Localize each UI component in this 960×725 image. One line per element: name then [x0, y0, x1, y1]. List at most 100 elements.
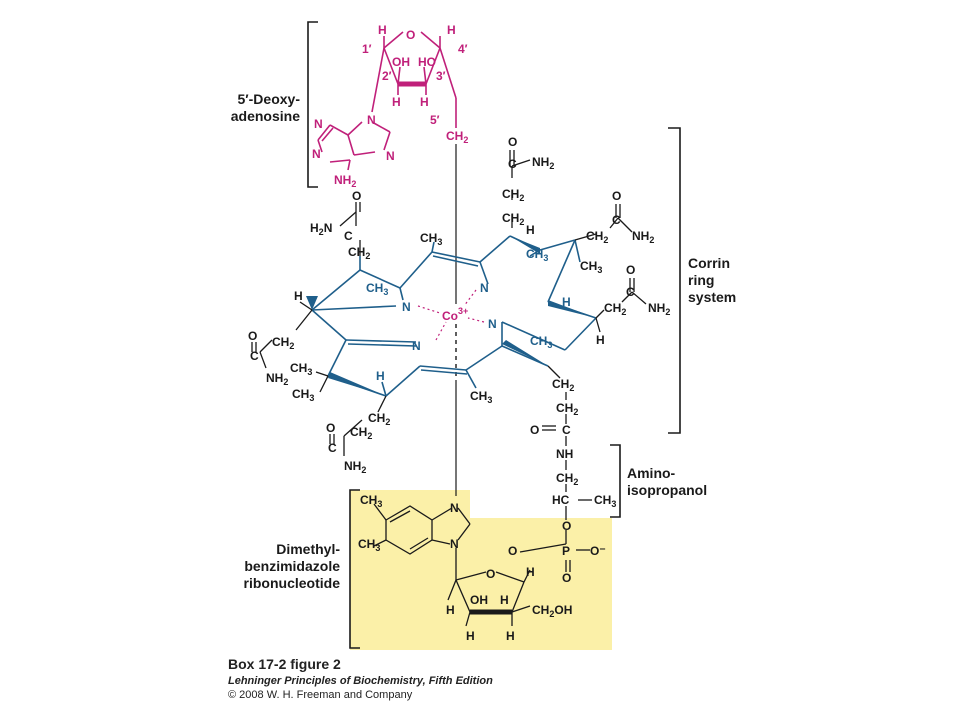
atom-ribose-o: O: [406, 28, 415, 42]
atom-ch2-a1: CH2: [348, 245, 370, 261]
caption-title: Box 17-2 figure 2: [228, 656, 341, 672]
atom-ribose2-h-c: H: [506, 629, 515, 643]
atom-nh-i1: NH: [556, 447, 573, 461]
atom-ch2-i2: CH2: [556, 401, 578, 417]
label-5prime: 5′: [430, 113, 440, 127]
atom-corrin-n-bottom: N: [412, 339, 421, 353]
label-dmb-2: benzimidazole: [244, 558, 340, 574]
atom-ribose2-ch2oh: CH2OH: [532, 603, 572, 619]
atom-c-i1: C: [562, 423, 571, 437]
atom-ribose2-o: O: [486, 567, 495, 581]
atom-ribose2-h-e: H: [526, 565, 535, 579]
atom-c-c1: C: [612, 213, 621, 227]
label-corrin-2: ring: [688, 272, 714, 288]
atom-ch3-h1: CH3: [470, 389, 492, 405]
atom-nh2-g1: NH2: [344, 459, 366, 475]
atom-cobalt: Co3+: [442, 306, 468, 323]
atom-h2n-a1: H2N: [310, 221, 332, 237]
atom-p: P: [562, 544, 570, 558]
atom-h-e1: H: [294, 289, 303, 303]
atom-h-d1: H: [596, 333, 605, 347]
atom-ch2-i1: CH2: [552, 377, 574, 393]
label-corrin-1: Corrin: [688, 255, 730, 271]
dmb-bonds: [373, 503, 531, 627]
atom-ribose2-h-b: H: [466, 629, 475, 643]
atom-ch2-i3: CH2: [556, 471, 578, 487]
caption-copyright: © 2008 W. H. Freeman and Company: [228, 689, 413, 701]
atom-ch3-i1: CH3: [594, 493, 616, 509]
label-4prime: 4′: [458, 42, 468, 56]
wedge-bond-5: [306, 296, 318, 310]
atom-ch2-b2: CH2: [502, 211, 524, 227]
atom-h-1prime: H: [378, 23, 387, 37]
atom-adenine-n7: N: [386, 149, 395, 163]
atom-ribose2-h-d: H: [500, 593, 509, 607]
atom-ch3-c1: CH3: [580, 259, 602, 275]
atom-h-corrin-a: H: [376, 369, 385, 383]
atom-ch2-g1: CH2: [368, 411, 390, 427]
atom-c-a1: C: [344, 229, 353, 243]
atom-oh-2prime: OH: [392, 55, 410, 69]
atom-nh2-c1: NH2: [632, 229, 654, 245]
atom-o-i3: O: [508, 544, 517, 558]
dmb-atoms: CH3 CH3 N N O H OH H H H H CH2OH: [358, 493, 572, 643]
atom-ch3-f2: CH3: [292, 387, 314, 403]
atom-o-b1: O: [508, 135, 517, 149]
atom-o-d1: O: [626, 263, 635, 277]
bracket-dmb: [349, 489, 360, 649]
atom-ribose2-oh: OH: [470, 593, 488, 607]
atom-dmb-n-top: N: [450, 501, 459, 515]
label-aminoisopropanol-2: isopropanol: [627, 482, 707, 498]
label-2prime: 2′: [382, 69, 392, 83]
cobalt-atom: Co3+: [442, 306, 468, 323]
label-deoxyadenosine-1: 5′-Deoxy-: [238, 91, 301, 107]
atom-o-i1: O: [530, 423, 539, 437]
atom-adenine-n3: N: [314, 117, 323, 131]
atom-c-b1: C: [508, 157, 517, 171]
label-dmb-1: Dimethyl-: [276, 541, 340, 557]
atom-corrin-n-left: N: [402, 300, 411, 314]
side-chain-atoms: O H2N C CH2 CH3 O C NH2 CH2 CH2 H O C NH…: [248, 135, 670, 585]
label-3prime: 3′: [436, 69, 446, 83]
atom-c-d1: C: [626, 285, 635, 299]
atom-ch2-5prime: CH2: [446, 129, 468, 145]
atom-o-i2: O: [562, 519, 571, 533]
atom-o-g1: O: [326, 421, 335, 435]
wedge-bond-4: [548, 300, 596, 318]
atom-h-corrin-b: H: [562, 295, 571, 309]
atom-adenine-nh2: NH2: [334, 173, 356, 189]
label-aminoisopropanol-1: Amino-: [627, 465, 676, 481]
atom-ch2-c1: CH2: [586, 229, 608, 245]
co-coordination-bonds: [417, 289, 485, 341]
bracket-corrin: [668, 127, 681, 434]
atom-h-b1: H: [526, 223, 535, 237]
atom-ch2-e1: CH2: [272, 335, 294, 351]
atom-ch3-f1: CH3: [290, 361, 312, 377]
atom-o-i4: O: [562, 571, 571, 585]
atom-ho-3prime: HO: [418, 55, 436, 69]
atom-ch2-d1: CH2: [604, 301, 626, 317]
caption-book: Lehninger Principles of Biochemistry, Fi…: [228, 675, 493, 687]
atom-ch3-c: CH3: [530, 334, 552, 350]
atom-c-e1: C: [250, 349, 259, 363]
dmb-highlight-region: [350, 490, 612, 650]
atom-corrin-n-top: N: [480, 281, 489, 295]
atom-h-4prime: H: [447, 23, 456, 37]
label-corrin-3: system: [688, 289, 736, 305]
atom-nh2-d1: NH2: [648, 301, 670, 317]
atom-dmb-ch3-a: CH3: [360, 493, 382, 509]
atom-dmb-n-bottom: N: [450, 537, 459, 551]
atom-o-a1: O: [352, 189, 361, 203]
label-1prime: 1′: [362, 42, 372, 56]
bracket-deoxyadenosine: [307, 21, 318, 188]
atom-corrin-n-right: N: [488, 317, 497, 331]
atom-hc-i1: HC: [552, 493, 570, 507]
atom-ch2-b1: CH2: [502, 187, 524, 203]
atom-h-3prime: H: [420, 95, 429, 109]
atom-o-c1: O: [612, 189, 621, 203]
atom-adenine-n1: N: [312, 147, 321, 161]
atom-o-e1: O: [248, 329, 257, 343]
deoxyadenosine-atoms: O H H 1′ 4′ 2′ 3′ OH HO H H 5′ CH2 N N N…: [312, 23, 468, 189]
